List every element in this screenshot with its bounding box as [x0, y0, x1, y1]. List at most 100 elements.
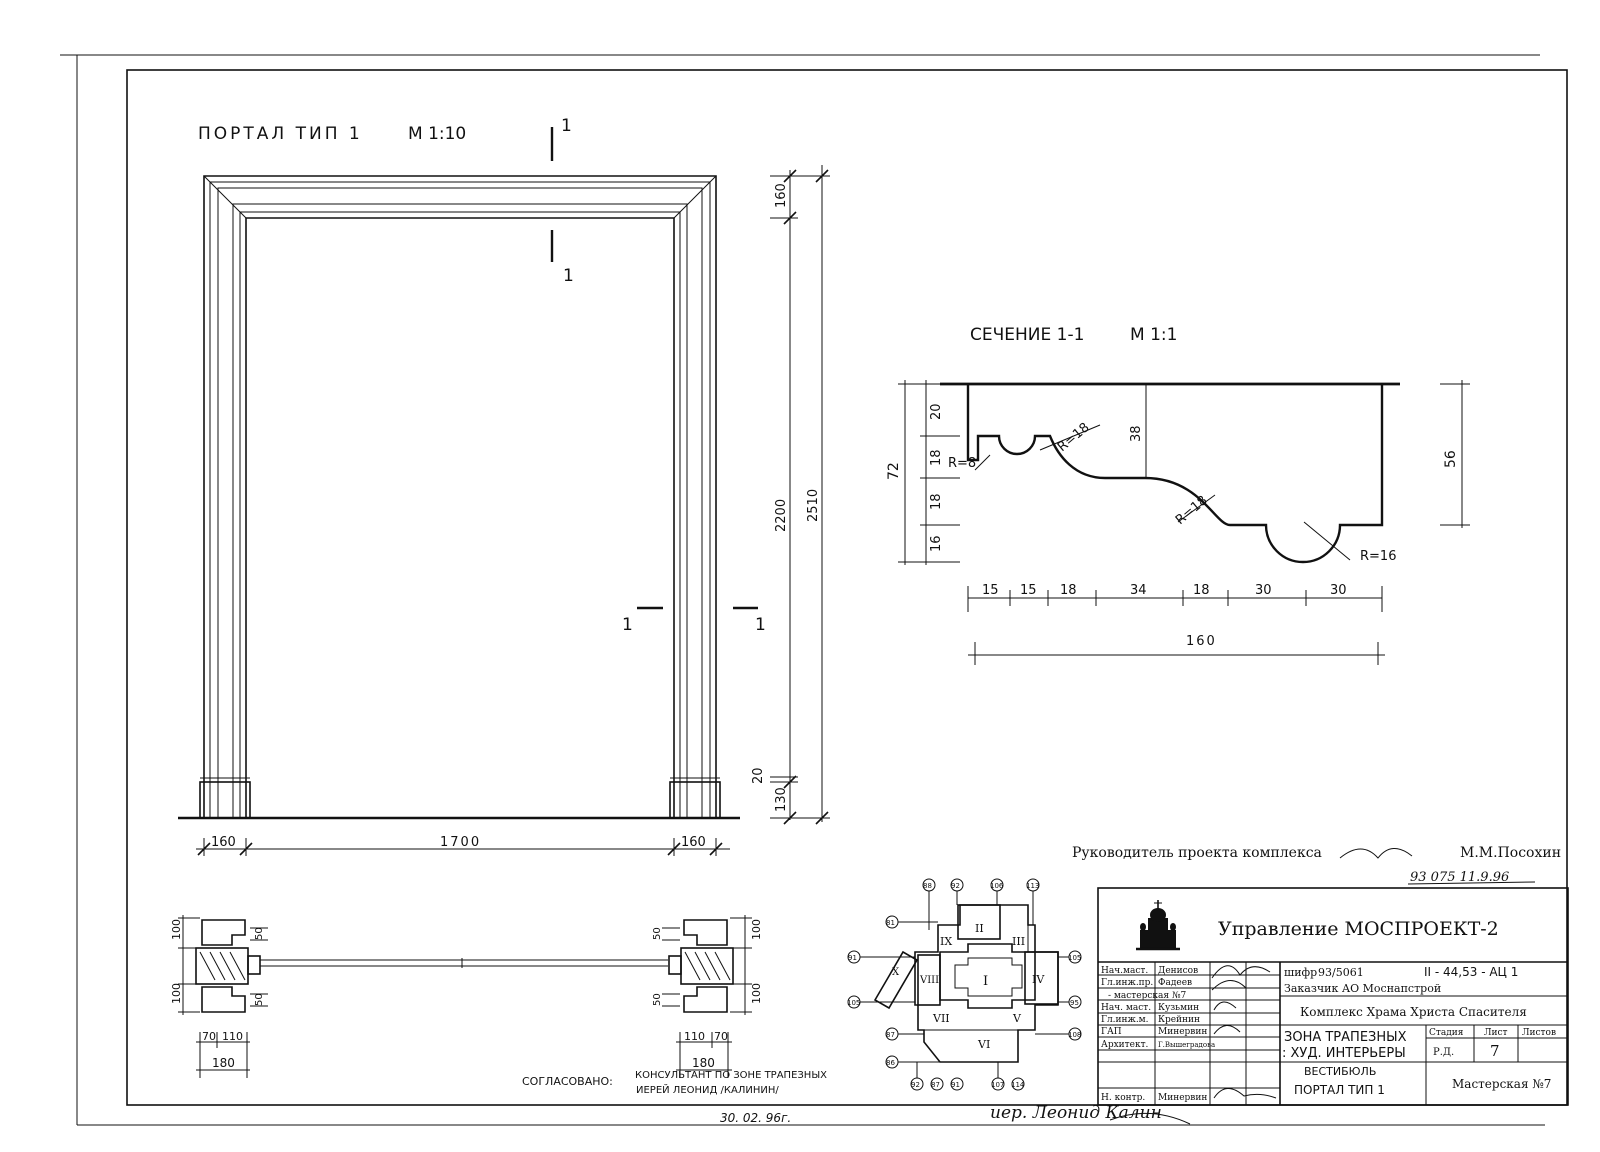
section-dim-56: 56: [1443, 450, 1459, 468]
cathedral-logo: [1136, 900, 1180, 951]
axis-top-113: 113: [1026, 882, 1039, 890]
subject-line-2: : ХУД. ИНТЕРЬЕРЫ: [1282, 1046, 1406, 1061]
portal-vertical-dims: [770, 165, 830, 825]
axis-bottom-4: 107: [991, 1081, 1004, 1089]
subject-line-1: ЗОНА ТРАПЕЗНЫХ: [1284, 1030, 1407, 1045]
section-left-dims: [898, 380, 960, 565]
right-h2: 100: [750, 983, 763, 1004]
plan-detail-right: [662, 915, 752, 1078]
key-plan: I II III IV V VI VII VIII IX X 88 92 106…: [847, 878, 1082, 1091]
section-dim-72: 72: [886, 462, 902, 480]
section-w-34: 34: [1130, 583, 1147, 598]
portal-frame: [178, 175, 740, 820]
doc-code: II - 44,53 - АЦ 1: [1424, 965, 1518, 979]
person-role-4: Нач. маст.: [1101, 1003, 1151, 1013]
section-scale: М 1:1: [1130, 325, 1177, 345]
dim-top: 160: [774, 183, 789, 208]
person-role-6: ГАП: [1101, 1027, 1122, 1037]
axis-left: [847, 915, 940, 1069]
person-name-5: Крейнин: [1158, 1015, 1200, 1025]
person-name-2: Фадеев: [1158, 978, 1192, 988]
section-mark-top-2: 1: [563, 266, 574, 286]
section-mark-left: 1: [622, 615, 633, 635]
dim-side-right: 160: [681, 835, 706, 850]
zone-IV: IV: [1032, 973, 1045, 986]
section-dim-18a: 18: [929, 449, 944, 466]
axis-bottom-1: 92: [911, 1081, 920, 1089]
axis-top-106: 106: [990, 882, 1004, 890]
dim-opening-width: 1700: [440, 835, 481, 850]
zone-IX: IX: [940, 935, 952, 948]
zone-VII: VII: [932, 1012, 950, 1025]
right-h1: 100: [750, 919, 763, 940]
axis-right-3: 108: [1068, 1031, 1081, 1039]
org-name: Управление МОСПРОЕКТ-2: [1218, 918, 1499, 940]
plan-detail-left: [178, 915, 268, 1078]
sheet-title-2: ПОРТАЛ ТИП 1: [1294, 1083, 1385, 1097]
axis-bottom-3: 91: [951, 1081, 960, 1089]
person-name-4: Кузьмин: [1158, 1003, 1199, 1013]
portal-scale: М 1:10: [408, 124, 466, 144]
sheet-title-1: ВЕСТИБЮЛЬ: [1304, 1065, 1376, 1078]
left-w1: 70: [202, 1030, 216, 1043]
person-name-7: Г.Вышеградова: [1158, 1041, 1215, 1049]
portal-elevation: ПОРТАЛ ТИП 1 М 1:10 1 1 1 1: [178, 116, 830, 856]
axis-bottom-5: 114: [1011, 1081, 1025, 1089]
section-dim-16: 16: [929, 535, 944, 552]
zone-II: II: [975, 922, 984, 935]
portal-horizontal-dims: [196, 838, 730, 856]
axis-left-1: 81: [886, 919, 895, 927]
axis-top-88: 88: [923, 882, 932, 890]
project-head: Руководитель проекта комплекса М.М.Посох…: [1072, 845, 1561, 885]
customer: Заказчик АО Моснапстрой: [1284, 982, 1441, 995]
section-w-total: 160: [1186, 634, 1217, 649]
axis-right-1: 105: [1068, 954, 1081, 962]
section-w-18b: 18: [1193, 583, 1210, 598]
axis-top: [922, 878, 1040, 930]
project-head-label: Руководитель проекта комплекса: [1072, 845, 1322, 861]
molding-profile: [940, 382, 1400, 564]
title-block: Управление МОСПРОЕКТ-2 Нач.маст. Денисов…: [1097, 887, 1569, 1106]
person-role-8: Н. контр.: [1101, 1093, 1145, 1103]
approval-date: 30. 02. 96г.: [720, 1111, 791, 1125]
approval-line1: КОНСУЛЬТАНТ ПО ЗОНЕ ТРАПЕЗНЫХ: [635, 1070, 827, 1081]
zone-VIII: VIII: [919, 975, 939, 986]
person-name-8: Минервин: [1158, 1093, 1207, 1103]
portal-title: ПОРТАЛ ТИП 1: [198, 124, 363, 144]
section-1-1: СЕЧЕНИЕ 1-1 М 1:1 20 18 18 16 72 38 56 R…: [886, 325, 1470, 665]
axis-right: [1035, 950, 1082, 1041]
approval-note: СОГЛАСОВАНО: КОНСУЛЬТАНТ ПО ЗОНЕ ТРАПЕЗН…: [522, 1070, 1191, 1125]
axis-left-3: 105: [847, 999, 860, 1007]
cipher-value: 93/5061: [1318, 966, 1364, 979]
approval-signature: иер. Леонид Калин: [990, 1103, 1162, 1123]
left-w2: 110: [222, 1030, 243, 1043]
right-s1: 50: [652, 927, 663, 940]
axis-left-4: 87: [886, 1031, 895, 1039]
zone-V: V: [1012, 1012, 1022, 1025]
dim-opening-height: 2200: [774, 499, 789, 532]
section-w-30a: 30: [1255, 583, 1272, 598]
project-head-name: М.М.Посохин: [1460, 845, 1561, 861]
person-name-6: Минервин: [1158, 1027, 1207, 1037]
zone-X: X: [892, 967, 900, 978]
section-dim-38: 38: [1129, 425, 1144, 442]
approval-label: СОГЛАСОВАНО:: [522, 1075, 613, 1088]
stage-value: Р.Д.: [1433, 1047, 1454, 1058]
radius-8: R=8: [948, 456, 976, 471]
zone-VI: VI: [977, 1038, 990, 1051]
workshop: Мастерская №7: [1452, 1077, 1551, 1091]
person-role-5: Гл.инж.м.: [1101, 1015, 1149, 1025]
person-role-1: Нач.маст.: [1101, 966, 1148, 976]
left-h2: 100: [170, 983, 183, 1004]
left-s1: 50: [254, 927, 265, 940]
radius-18-bottom: R=18: [1173, 493, 1211, 528]
person-role-3: - мастерская №7: [1108, 991, 1186, 1001]
left-total: 180: [212, 1056, 235, 1070]
sheet-label: Лист: [1484, 1028, 1508, 1038]
zone-I: I: [983, 974, 988, 989]
section-mark-top: 1: [561, 116, 572, 136]
section-w-18a: 18: [1060, 583, 1077, 598]
axis-bottom: [910, 1062, 1025, 1091]
person-name-1: Денисов: [1158, 966, 1198, 976]
